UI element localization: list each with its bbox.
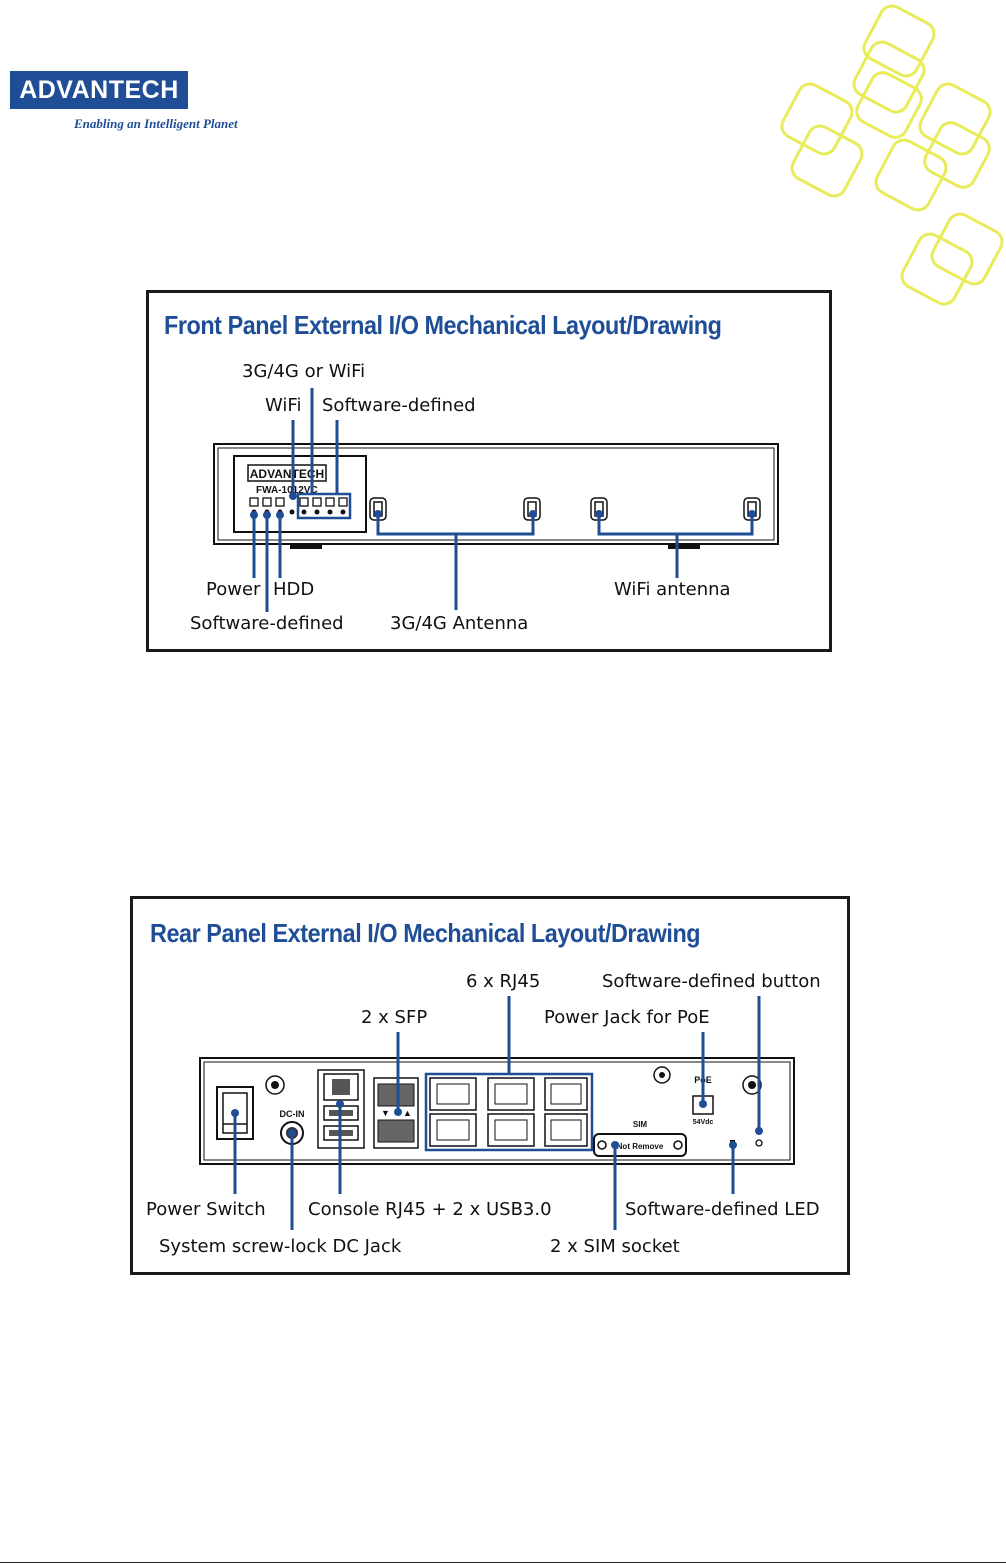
front-panel-title: Front Panel External I/O Mechanical Layo… (164, 310, 722, 340)
svg-text:▼: ▼ (381, 1108, 390, 1118)
label-software-defined-bottom: Software-defined (190, 613, 344, 634)
svg-text:▲: ▲ (403, 1108, 412, 1118)
footer-rule (0, 1562, 1006, 1563)
label-dc-jack: System screw-lock DC Jack (159, 1236, 402, 1257)
label-software-defined-button: Software-defined button (602, 971, 821, 992)
label-hdd: HDD (273, 579, 315, 600)
front-panel-drawing: ADVANTECH FWA-1012VC (213, 388, 779, 612)
rear-panel-title: Rear Panel External I/O Mechanical Layou… (150, 918, 701, 948)
advantech-logo (10, 71, 188, 109)
label-power: Power (206, 579, 261, 600)
sim-text: SIM (633, 1120, 648, 1129)
label-3g4g-antenna: 3G/4G Antenna (390, 613, 529, 634)
label-console-usb: Console RJ45 + 2 x USB3.0 (308, 1199, 552, 1220)
label-software-defined-led: Software-defined LED (625, 1199, 820, 1220)
label-3g4g-or-wifi: 3G/4G or WiFi (242, 361, 366, 382)
rear-panel-drawing: DC-IN ▼ ▲ SIM Not Remove PoE 54Vdc (199, 996, 795, 1230)
label-sim-socket: 2 x SIM socket (550, 1236, 680, 1257)
label-wifi: WiFi (265, 395, 302, 416)
decorative-squares (780, 4, 1004, 306)
label-power-jack-poe: Power Jack for PoE (544, 1007, 710, 1028)
front-device-model: FWA-1012VC (256, 485, 318, 496)
front-device-brand: ADVANTECH (250, 467, 324, 481)
poe-voltage-text: 54Vdc (693, 1119, 714, 1126)
dc-in-text: DC-IN (280, 1109, 305, 1119)
sim-not-remove-text: Not Remove (617, 1142, 664, 1151)
logo-tagline: Enabling an Intelligent Planet (74, 116, 238, 131)
label-2x-sfp: 2 x SFP (361, 1007, 428, 1028)
label-wifi-antenna: WiFi antenna (614, 579, 731, 600)
logo-text: ADVANTECH (19, 76, 179, 104)
label-power-switch: Power Switch (146, 1199, 266, 1220)
label-software-defined-top: Software-defined (322, 395, 476, 416)
label-6x-rj45: 6 x RJ45 (466, 971, 541, 992)
